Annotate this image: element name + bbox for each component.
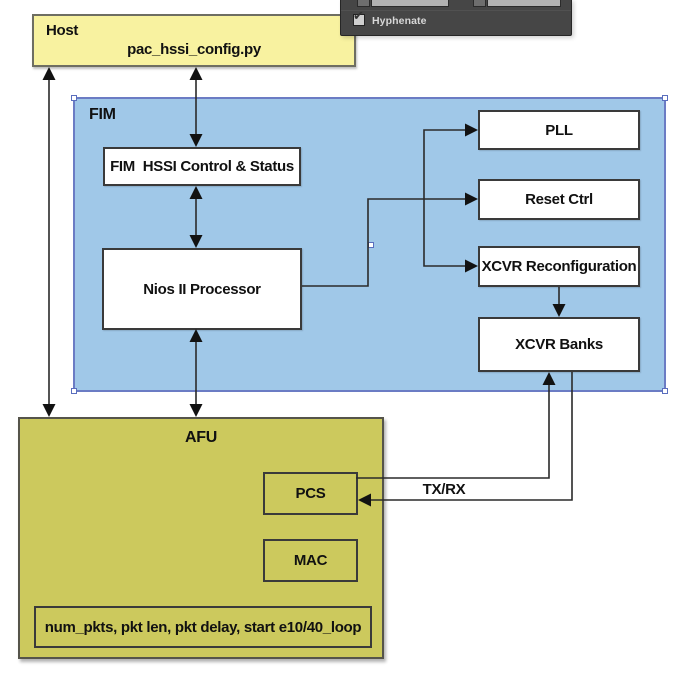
xcvr-banks-box[interactable]: XCVR Banks xyxy=(478,317,640,372)
afu-title: AFU xyxy=(185,429,217,446)
panel-input-right[interactable] xyxy=(487,0,561,7)
mac-label: MAC xyxy=(293,552,328,569)
hyphenate-label: Hyphenate xyxy=(372,15,427,27)
pcs-label: PCS xyxy=(295,485,326,502)
txrx-label: TX/RX xyxy=(422,481,466,498)
wire-pcs-tx[interactable] xyxy=(356,383,550,479)
nios-processor-box[interactable]: Nios II Processor xyxy=(102,248,302,330)
host-title: Host xyxy=(46,22,79,39)
pll-label: PLL xyxy=(545,121,573,139)
fim-hssi-ctrl-label: FIM HSSI Control & Status xyxy=(110,158,294,175)
panel-field-icon-left xyxy=(357,0,370,7)
reset-ctrl-box[interactable]: Reset Ctrl xyxy=(478,179,640,220)
arrowhead-host-afu-up xyxy=(42,67,56,80)
mac-box[interactable]: MAC xyxy=(263,539,358,582)
selection-handle-bottomleft[interactable] xyxy=(71,388,77,394)
pcs-box[interactable]: PCS xyxy=(263,472,358,515)
reset-ctrl-label: Reset Ctrl xyxy=(525,191,593,208)
hyphenate-checkbox[interactable]: ✔ xyxy=(353,9,365,26)
panel-field-icon-right xyxy=(473,0,486,7)
arrowhead-nios-afu-down xyxy=(189,404,203,417)
selection-handle-topleft[interactable] xyxy=(71,95,77,101)
arrowhead-host-afu-down xyxy=(42,404,56,417)
checkmark-icon: ✔ xyxy=(353,8,364,23)
selection-handle-topright[interactable] xyxy=(662,95,668,101)
xcvr-reconfig-box[interactable]: XCVR Reconfiguration xyxy=(478,246,640,287)
afu-params-box[interactable]: num_pkts, pkt len, pkt delay, start e10/… xyxy=(34,606,372,648)
afu-params-label: num_pkts, pkt len, pkt delay, start e10/… xyxy=(44,618,362,636)
panel-input-left[interactable] xyxy=(371,0,449,7)
selection-handle-bottomright[interactable] xyxy=(662,388,668,394)
nios-processor-label: Nios II Processor xyxy=(143,280,261,298)
paragraph-panel-fragment: ✔ Hyphenate xyxy=(340,0,572,36)
arrowhead-host-hssi-up xyxy=(189,67,203,80)
fim-hssi-ctrl-box[interactable]: FIM HSSI Control & Status xyxy=(103,147,301,186)
selection-handle-center[interactable] xyxy=(368,242,374,248)
xcvr-banks-label: XCVR Banks xyxy=(515,336,603,353)
xcvr-reconfig-label: XCVR Reconfiguration xyxy=(481,258,637,275)
pll-box[interactable]: PLL xyxy=(478,110,640,150)
fim-title: FIM xyxy=(89,106,116,123)
afu-block[interactable]: AFU PCS MAC num_pkts, pkt len, pkt delay… xyxy=(18,417,384,659)
host-block[interactable]: Host pac_hssi_config.py xyxy=(32,14,356,67)
panel-divider xyxy=(341,10,571,11)
host-script-label: pac_hssi_config.py xyxy=(127,41,261,58)
